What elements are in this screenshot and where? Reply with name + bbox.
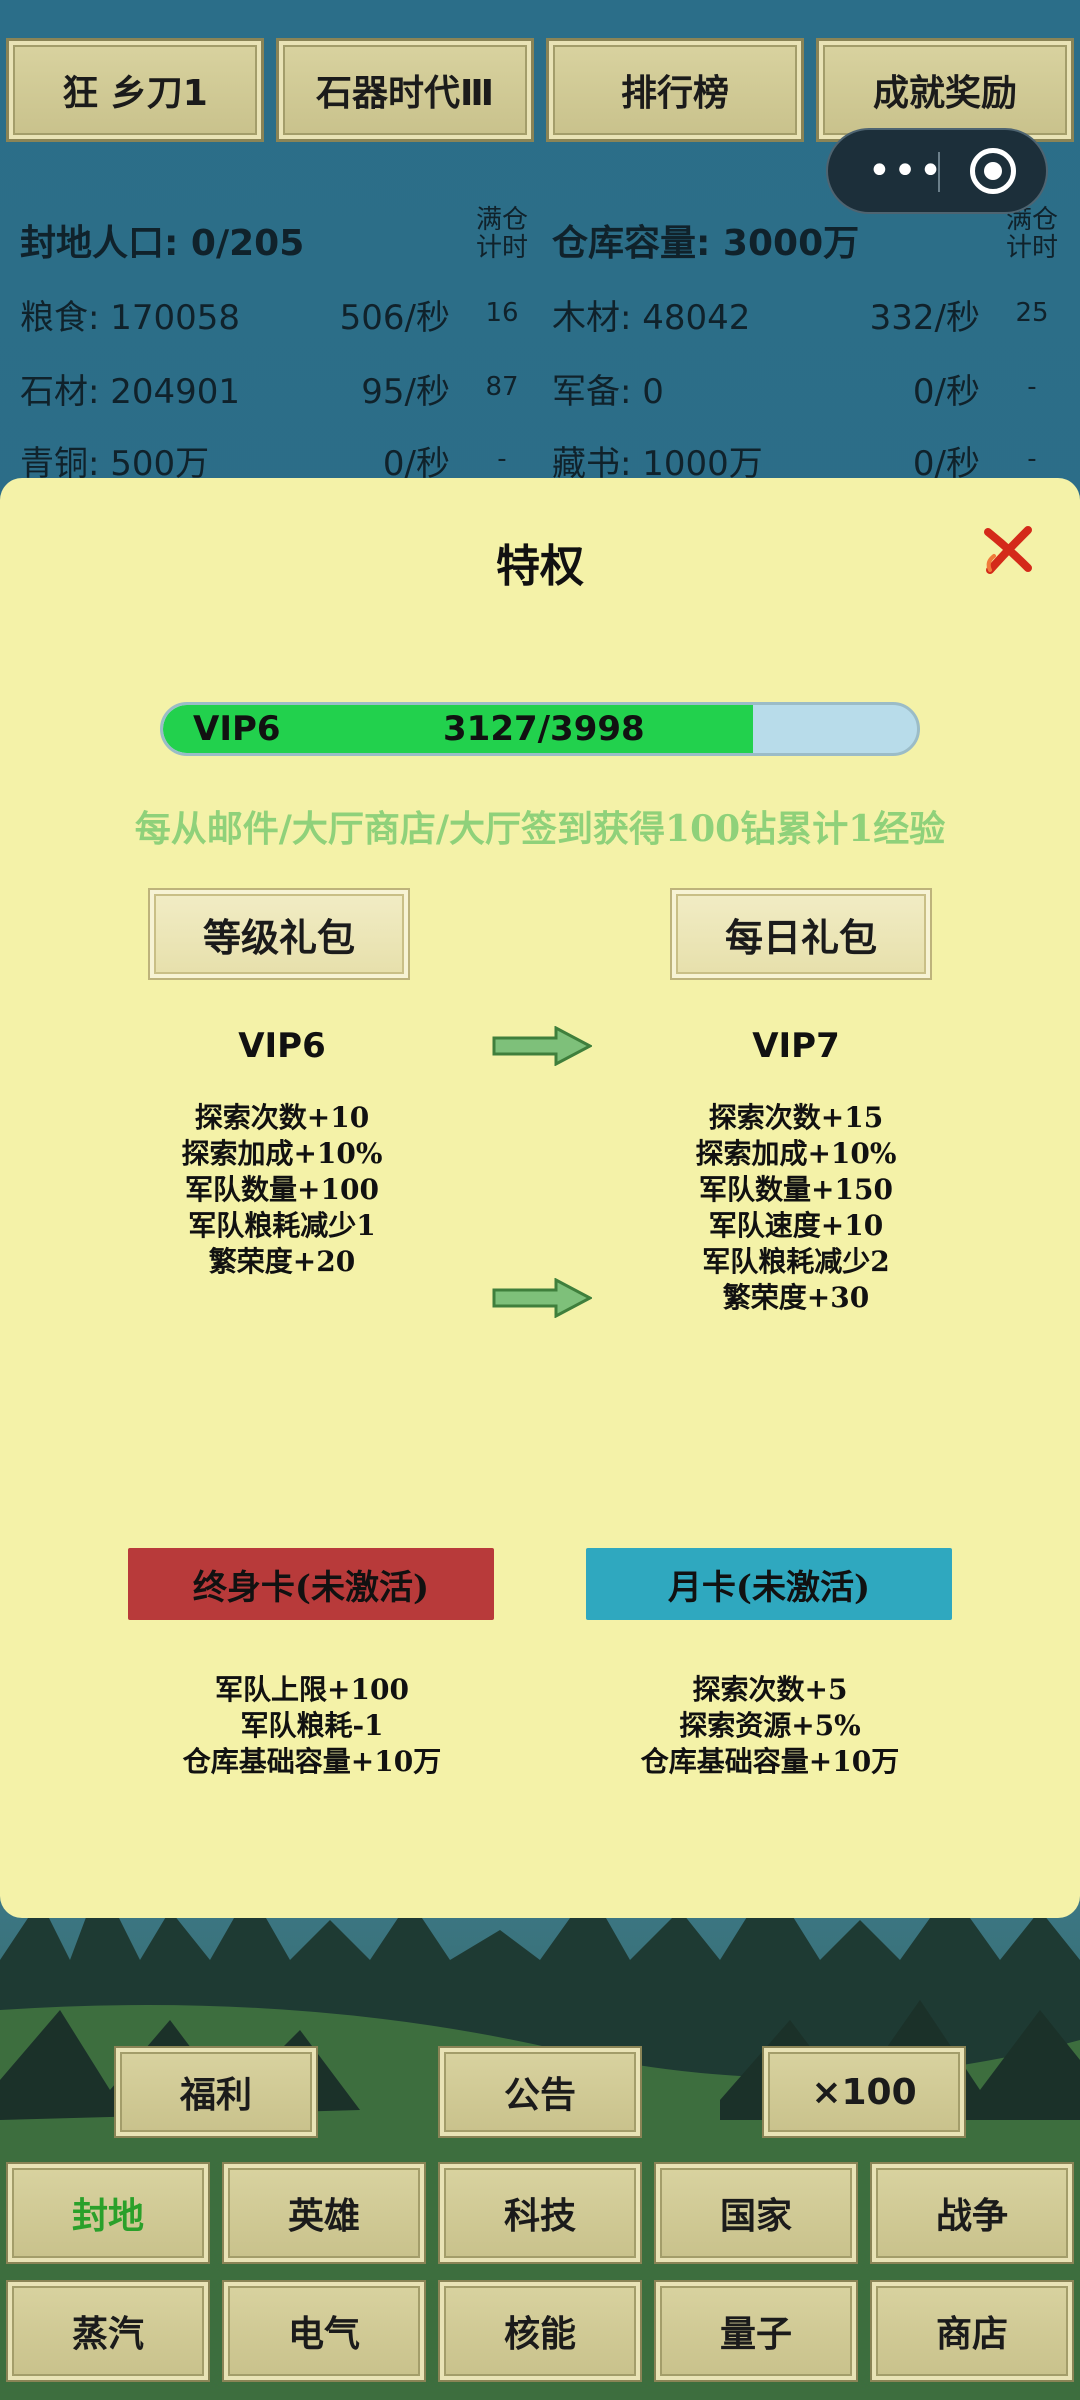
experience-tip: 每从邮件/大厅商店/大厅签到获得100钻累计1经验 (134, 808, 946, 850)
perk-item: 探索次数+10 (194, 1101, 370, 1134)
current-vip-label: VIP6 (238, 1026, 326, 1066)
current-vip-perks: 探索次数+10 探索加成+10% 军队数量+100 军队粮耗减少1 繁荣度+20 (132, 1100, 432, 1280)
tab-achievement-rewards[interactable]: 成就奖励 (816, 38, 1074, 142)
stone-rate: 95/秒 (361, 372, 450, 412)
perk-item: 探索加成+10% (181, 1137, 383, 1170)
perk-item: 探索加成+10% (695, 1137, 897, 1170)
tab-leaderboard[interactable]: 排行榜 (546, 38, 804, 142)
books-rate: 0/秒 (912, 444, 980, 484)
speed-multiplier-button[interactable]: ×100 (762, 2046, 966, 2138)
perk-item: 仓库基础容量+10万 (640, 1745, 900, 1778)
vip-progress-bar: VIP6 3127/3998 (160, 702, 920, 756)
perk-item: 探索次数+5 (692, 1673, 848, 1706)
nav-fief[interactable]: 封地 (6, 2162, 210, 2264)
books-amount: 藏书: 1000万 (552, 444, 763, 484)
nav-quantum[interactable]: 量子 (654, 2280, 858, 2382)
food-rate: 506/秒 (339, 298, 450, 338)
perk-item: 军队粮耗减少2 (702, 1245, 890, 1278)
mini-program-capsule: ••• (826, 128, 1048, 214)
daily-gift-button[interactable]: 每日礼包 (670, 888, 932, 980)
nav-shop[interactable]: 商店 (870, 2280, 1074, 2382)
lifetime-card-perks: 军队上限+100 军队粮耗-1 仓库基础容量+10万 (122, 1672, 502, 1780)
welfare-button[interactable]: 福利 (114, 2046, 318, 2138)
perk-item: 仓库基础容量+10万 (182, 1745, 442, 1778)
armament-amount: 军备: 0 (552, 372, 664, 412)
arrow-right-icon (492, 1278, 592, 1318)
perk-item: 军队上限+100 (215, 1673, 409, 1706)
wood-full-time: 25 (1015, 298, 1049, 328)
nav-nuclear[interactable]: 核能 (438, 2280, 642, 2382)
capsule-divider (938, 152, 940, 192)
storage-label: 仓库容量: 3000万 (552, 223, 860, 264)
perk-item: 探索次数+15 (708, 1101, 884, 1134)
bronze-amount: 青铜: 500万 (20, 444, 210, 484)
stone-full-time: 87 (485, 372, 519, 402)
circle-close-icon[interactable] (970, 148, 1016, 194)
food-amount: 粮食: 170058 (20, 298, 241, 338)
level-gift-button[interactable]: 等级礼包 (148, 888, 410, 980)
stone-amount: 石材: 204901 (20, 372, 241, 412)
perk-item: 军队数量+150 (699, 1173, 893, 1206)
food-full-time: 16 (485, 298, 519, 328)
announcement-button[interactable]: 公告 (438, 2046, 642, 2138)
perk-item: 探索资源+5% (679, 1709, 861, 1742)
nav-steam[interactable]: 蒸汽 (6, 2280, 210, 2382)
arrow-right-icon (492, 1026, 592, 1066)
tab-land-knife[interactable]: 狂 乡刀1 (6, 38, 264, 142)
nav-technology[interactable]: 科技 (438, 2162, 642, 2264)
bronze-full-time: - (497, 444, 507, 474)
armament-full-time: - (1027, 372, 1037, 402)
bronze-rate: 0/秒 (382, 444, 450, 484)
nav-heroes[interactable]: 英雄 (222, 2162, 426, 2264)
tab-stone-age[interactable]: 石器时代Ⅲ (276, 38, 534, 142)
books-full-time: - (1027, 444, 1037, 474)
perk-item: 繁荣度+20 (208, 1245, 356, 1278)
full-time-header-right: 满仓计时 (1005, 205, 1058, 263)
nav-war[interactable]: 战争 (870, 2162, 1074, 2264)
vip-progress-fill (163, 705, 753, 753)
nav-nation[interactable]: 国家 (654, 2162, 858, 2264)
armament-rate: 0/秒 (912, 372, 980, 412)
close-icon[interactable] (980, 522, 1036, 578)
next-vip-label: VIP7 (752, 1026, 840, 1066)
perk-item: 军队数量+100 (185, 1173, 379, 1206)
full-time-header-left: 满仓计时 (475, 205, 528, 263)
monthly-card-perks: 探索次数+5 探索资源+5% 仓库基础容量+10万 (580, 1672, 960, 1780)
population-label: 封地人口: 0/205 (20, 223, 305, 264)
next-vip-perks: 探索次数+15 探索加成+10% 军队数量+150 军队速度+10 军队粮耗减少… (646, 1100, 946, 1316)
privilege-modal: 特权 VIP6 3127/3998 每从邮件/大厅商店/大厅签到获得100钻累计… (0, 478, 1080, 1918)
vip-progress-level: VIP6 (193, 709, 281, 749)
more-dots-icon[interactable]: ••• (867, 148, 945, 194)
perk-item: 繁荣度+30 (722, 1281, 870, 1314)
modal-title: 特权 (496, 541, 584, 592)
wood-rate: 332/秒 (869, 298, 980, 338)
perk-item: 军队粮耗减少1 (188, 1209, 376, 1242)
lifetime-card-button[interactable]: 终身卡(未激活) (128, 1548, 494, 1620)
nav-electric[interactable]: 电气 (222, 2280, 426, 2382)
perk-item: 军队速度+10 (708, 1209, 884, 1242)
vip-progress-text: 3127/3998 (443, 709, 645, 749)
top-tab-bar: 狂 乡刀1 石器时代Ⅲ 排行榜 成就奖励 (6, 38, 1074, 142)
monthly-card-button[interactable]: 月卡(未激活) (586, 1548, 952, 1620)
perk-item: 军队粮耗-1 (240, 1709, 384, 1742)
wood-amount: 木材: 48042 (552, 298, 751, 338)
